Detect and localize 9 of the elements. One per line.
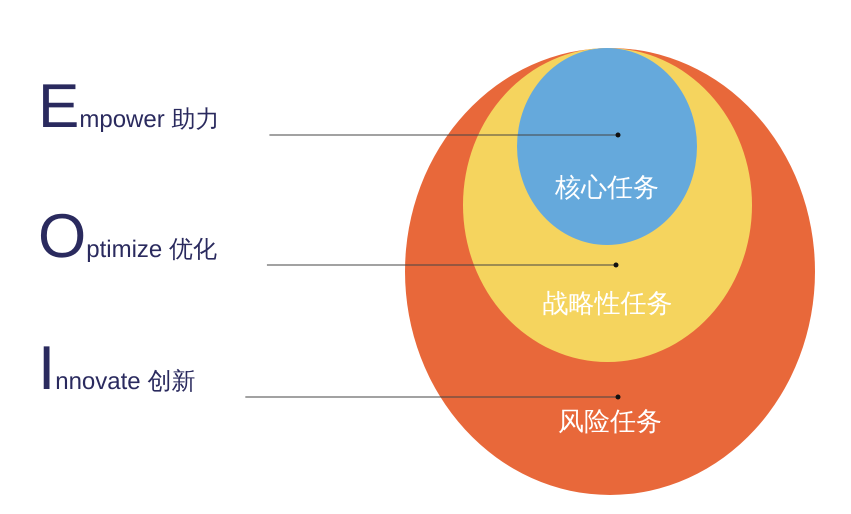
leader-line	[266, 262, 618, 268]
acronym-label: Innovate 创新	[38, 338, 196, 400]
acronym-label: Optimize 优化	[38, 206, 217, 268]
ellipse-label: 风险任务	[557, 405, 663, 438]
leader-line	[244, 394, 620, 400]
acronym-label: Empower 助力	[38, 76, 220, 138]
ellipse-label: 核心任务	[554, 171, 660, 204]
leader-line	[268, 132, 620, 138]
ellipse-label: 战略性任务	[542, 287, 674, 320]
